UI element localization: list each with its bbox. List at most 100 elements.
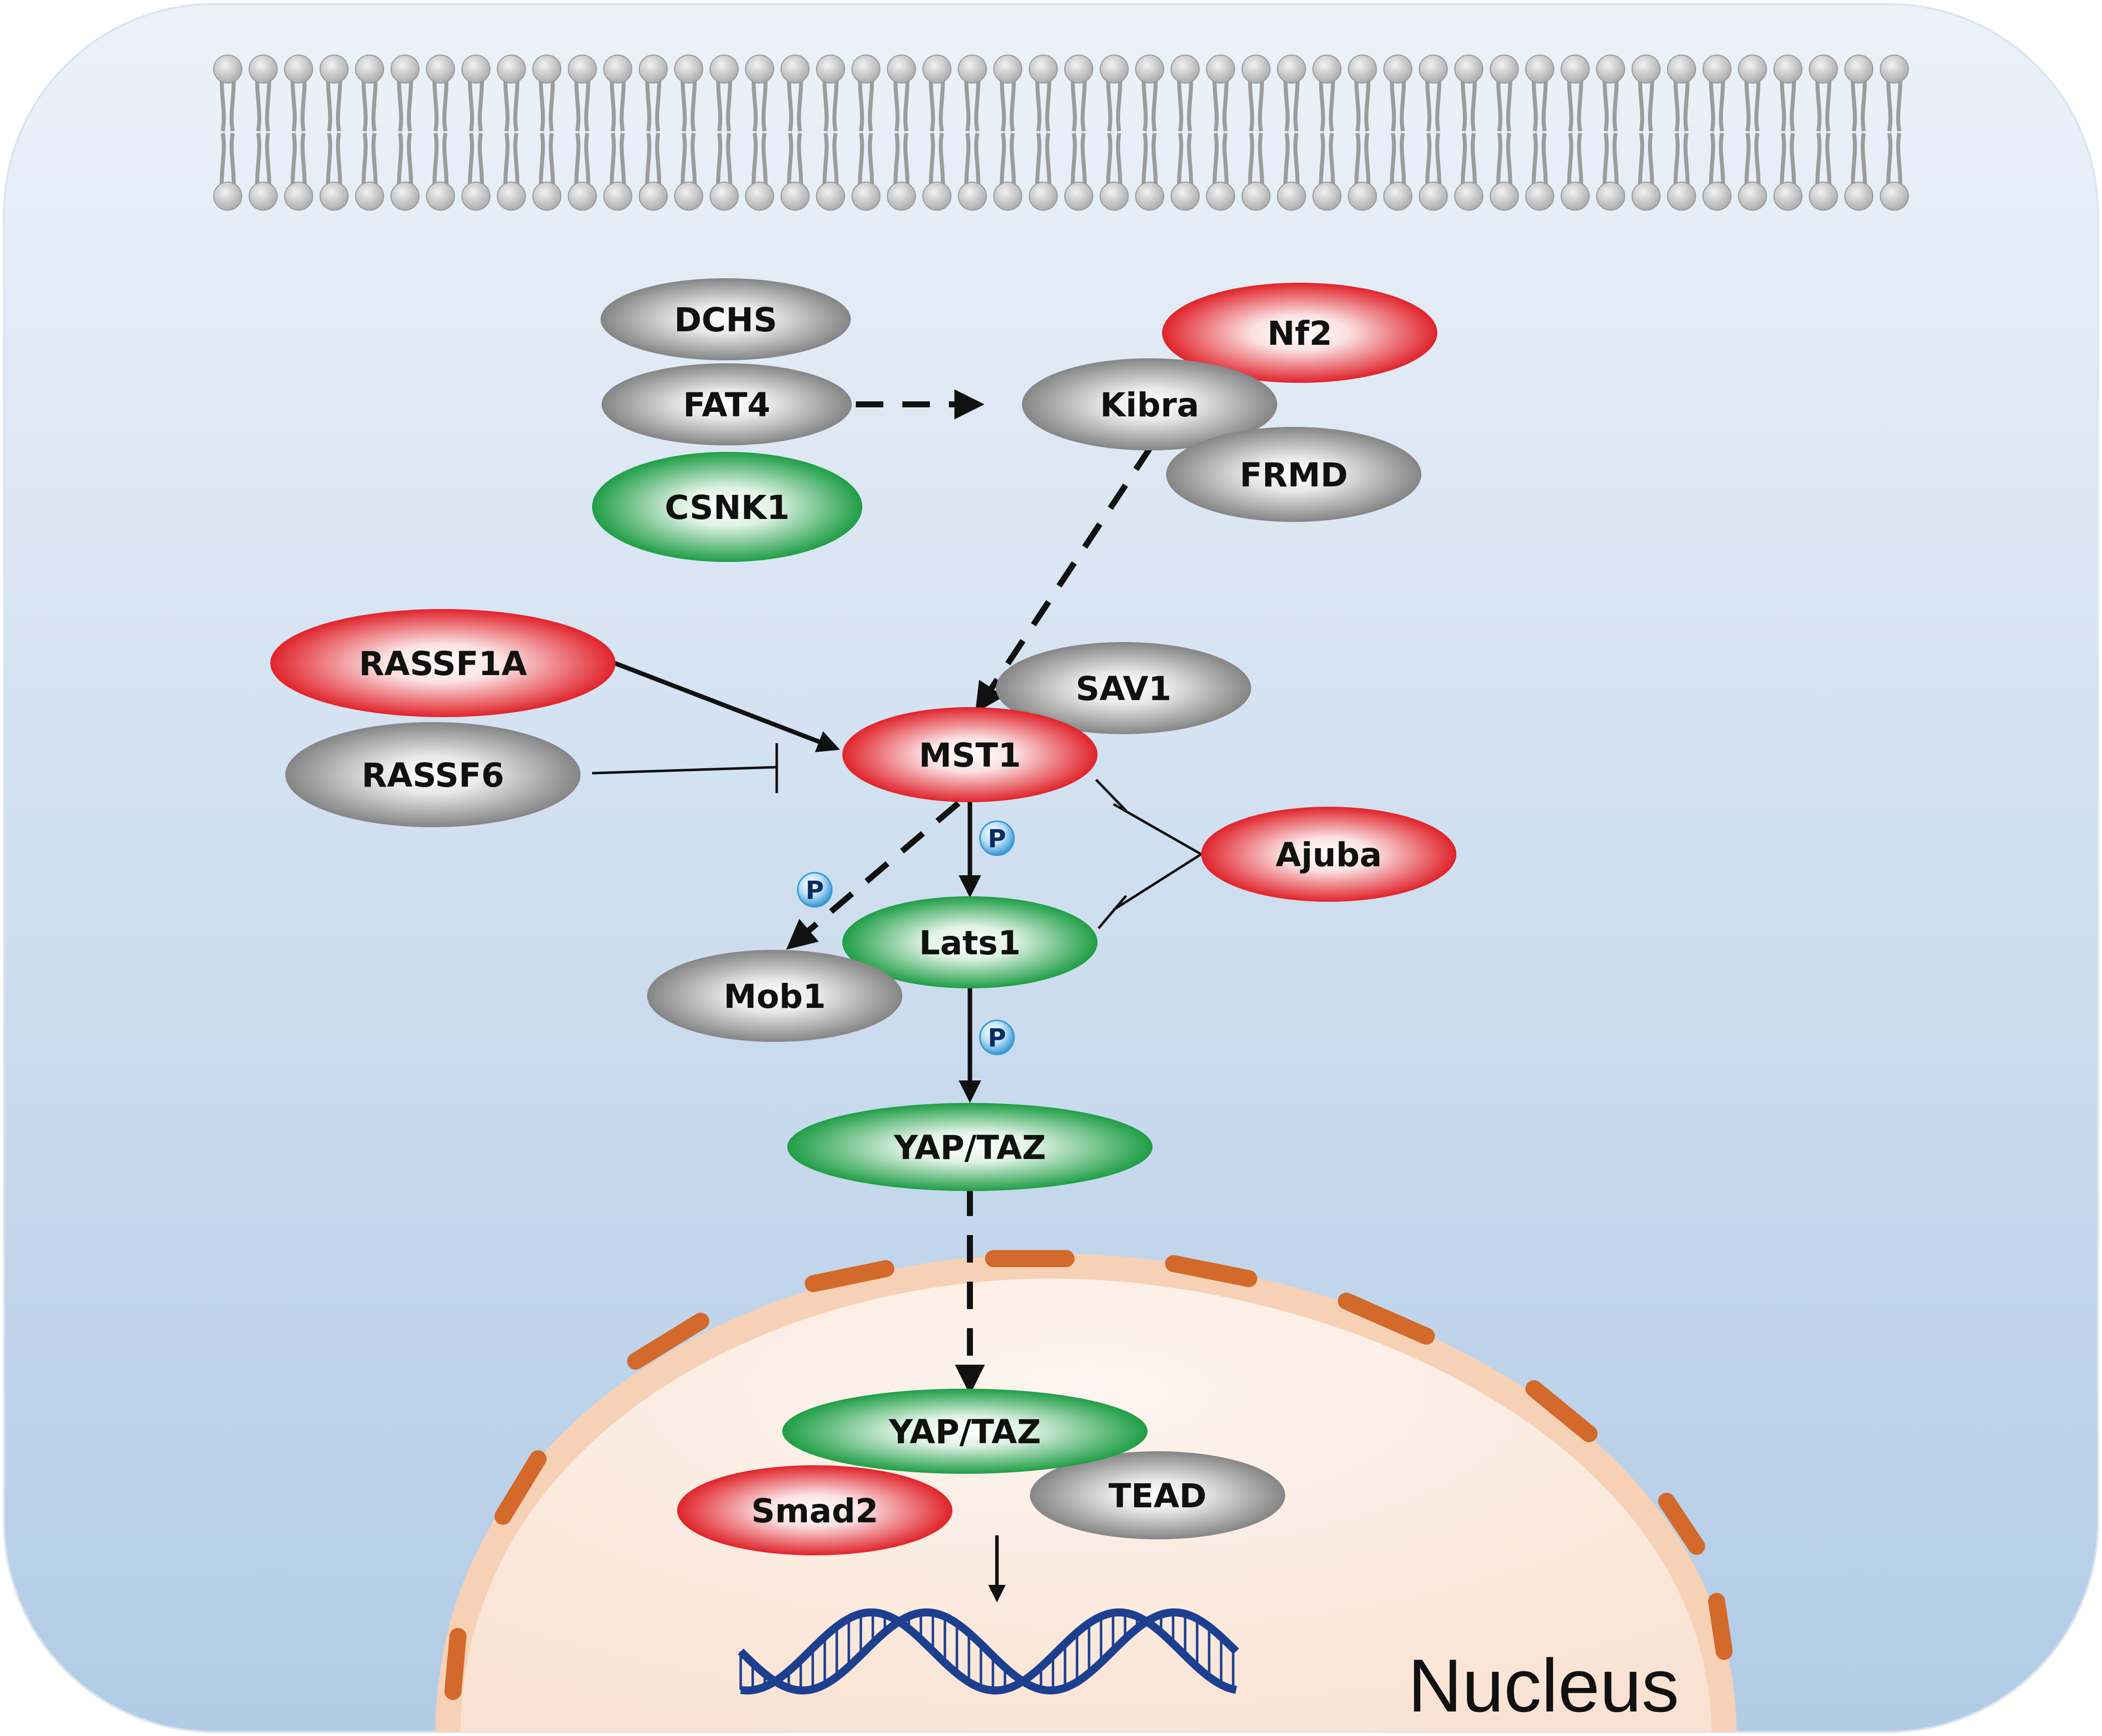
lipid-tails (893, 80, 910, 185)
lipid-head (213, 55, 242, 84)
lipid-head (1277, 55, 1306, 84)
lipid-tails (1319, 80, 1335, 185)
lipid-tails (610, 80, 626, 185)
lipid-tails (1638, 80, 1655, 185)
svg-text:Kibra: Kibra (1100, 386, 1199, 424)
lipid-head (213, 182, 242, 211)
node-rassf6: RASSF6 (285, 722, 581, 827)
node-smad2: Smad2 (677, 1465, 952, 1555)
edge-ajuba-lats1-bar (1098, 895, 1127, 929)
lipid-head (319, 182, 349, 211)
edge-ajuba-mst1-bar (1095, 779, 1127, 812)
lipid-head (355, 55, 384, 84)
envelope-segment (444, 1628, 466, 1700)
node-csnk1: CSNK1 (592, 452, 862, 562)
lipid-head (1241, 182, 1271, 211)
lipid-head (426, 55, 455, 84)
lipid-head (1773, 55, 1803, 84)
lipid-tails (1496, 80, 1512, 185)
lipid-head (1241, 55, 1271, 84)
lipid-head (390, 182, 420, 211)
lipid-tails (1815, 80, 1832, 185)
lipid-head (461, 182, 490, 211)
lipid-head (532, 182, 562, 211)
lipid-head (603, 182, 633, 211)
cell-membrane (213, 55, 1909, 211)
lipid-head (1809, 182, 1838, 211)
lipid-tails (361, 80, 378, 185)
lipid-head (780, 182, 810, 211)
lipid-head (1560, 55, 1590, 84)
edge-rassf1a-mst1 (614, 661, 840, 753)
lipid-head (1454, 55, 1483, 84)
node-fat4: FAT4 (602, 363, 852, 445)
lipid-head (1170, 182, 1200, 211)
node-yaptaz-cytoplasm: YAP/TAZ (787, 1103, 1153, 1191)
lipid-tails (574, 80, 591, 185)
lipid-head (1667, 182, 1696, 211)
lipid-head (1064, 55, 1094, 84)
lipid-tails (1425, 80, 1441, 185)
svg-text:CSNK1: CSNK1 (665, 488, 790, 527)
lipid-head (1418, 182, 1448, 211)
lipid-head (1277, 182, 1306, 211)
lipid-tails (1283, 80, 1300, 185)
lipid-head (709, 182, 739, 211)
node-rassf1a: RASSF1A (270, 609, 616, 717)
lipid-head (1383, 55, 1413, 84)
lipid-tails (681, 80, 697, 185)
lipid-head (816, 55, 845, 84)
lipid-tails (1567, 80, 1584, 185)
pathway-edges (592, 389, 1204, 1602)
edge-kibra-mst1 (975, 444, 1154, 714)
lipid-tails (503, 80, 519, 185)
lipid-tails (1886, 80, 1902, 185)
svg-text:FAT4: FAT4 (683, 386, 770, 424)
lipid-head (1418, 55, 1448, 84)
lipid-head (1880, 55, 1909, 84)
lipid-tails (1531, 80, 1548, 185)
edge-rassf6-mst1 (592, 766, 777, 775)
node-mob1: Mob1 (647, 950, 902, 1042)
envelope-segment (1525, 1380, 1598, 1442)
lipid-tails (999, 80, 1016, 185)
lipid-head (1596, 182, 1626, 211)
svg-text:RASSF1A: RASSF1A (359, 645, 527, 683)
lipid-head (1206, 182, 1235, 211)
lipid-head (248, 55, 278, 84)
lipid-head (1348, 55, 1377, 84)
lipid-head (1170, 55, 1200, 84)
lipid-tails (397, 80, 413, 185)
node-sav1: SAV1 (996, 642, 1251, 734)
lipid-head (1738, 55, 1767, 84)
lipid-tails (432, 80, 449, 185)
dna-helix (738, 1608, 1239, 1695)
lipid-tails (1851, 80, 1867, 185)
svg-text:SAV1: SAV1 (1076, 670, 1171, 708)
lipid-head (1809, 55, 1838, 84)
envelope-segment (1165, 1255, 1257, 1287)
lipid-tails (858, 80, 874, 185)
lipid-head (993, 55, 1022, 84)
lipid-head (1632, 182, 1661, 211)
lipid-tails (1212, 80, 1229, 185)
node-dchs: DCHS (601, 278, 851, 360)
lipid-tails (929, 80, 945, 185)
lipid-head (1348, 182, 1377, 211)
lipid-head (1206, 55, 1235, 84)
lipid-head (887, 182, 916, 211)
lipid-head (390, 55, 420, 84)
lipid-tails (1354, 80, 1371, 185)
lipid-head (461, 55, 490, 84)
lipid-head (1135, 55, 1165, 84)
svg-text:MST1: MST1 (919, 736, 1021, 775)
lipid-head (1383, 182, 1413, 211)
lipid-head (1632, 55, 1661, 84)
lipid-head (1100, 55, 1129, 84)
svg-text:P: P (988, 824, 1006, 853)
envelope-segment (1338, 1293, 1435, 1345)
lipid-head (745, 55, 774, 84)
lipid-tails (1673, 80, 1690, 185)
dna-strand (740, 1608, 1237, 1695)
lipid-head (957, 55, 987, 84)
